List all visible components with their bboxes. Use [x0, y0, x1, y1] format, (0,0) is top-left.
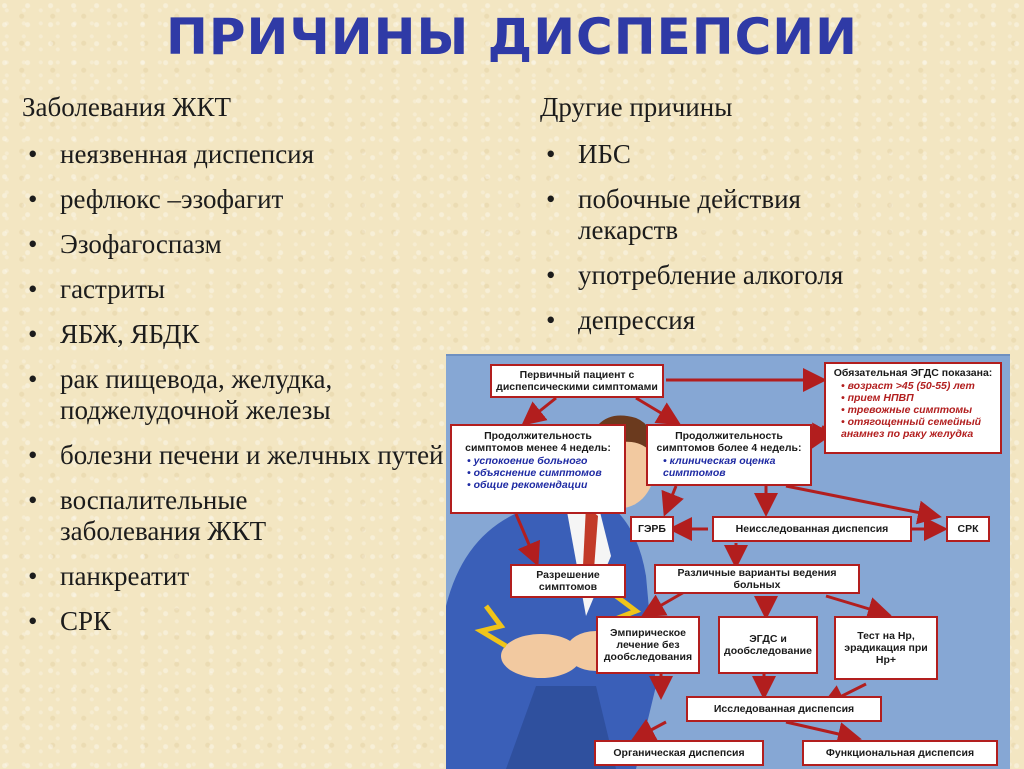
dyspepsia-flowchart: Первичный пациент с диспепсическими симп…	[446, 354, 1010, 769]
symptom-resolution-box: Разрешение симптомов	[510, 564, 626, 598]
more-4-weeks-list: клиническая оценка симптомов	[653, 455, 805, 479]
list-item: отягощенный семейный анамнез по раку жел…	[841, 416, 995, 440]
list-item: неязвенная диспепсия	[22, 139, 462, 170]
less-4-weeks-list: успокоение больного объяснение симптомов…	[457, 455, 619, 491]
gerb-box: ГЭРБ	[630, 516, 674, 542]
list-item: общие рекомендации	[467, 479, 619, 491]
investigated-dyspepsia-box: Исследованная диспепсия	[686, 696, 882, 722]
mandatory-egds-list: возраст >45 (50-55) лет прием НПВП трево…	[831, 380, 995, 440]
list-item: болезни печени и желчных путей	[22, 440, 460, 471]
list-item: гастриты	[22, 274, 462, 305]
left-column-heading: Заболевания ЖКТ	[22, 92, 231, 122]
list-item: побочные действия лекарств	[540, 184, 878, 246]
empiric-treatment-box: Эмпирическое лечение без дообследования	[596, 616, 700, 674]
left-causes-list: неязвенная диспепсия рефлюкс –эзофагит Э…	[22, 139, 462, 651]
mandatory-egds-heading: Обязательная ЭГДС показана:	[833, 367, 993, 379]
uninvestigated-dyspepsia-box: Неисследованная диспепсия	[712, 516, 912, 542]
less-4-weeks-heading: Продолжительность симптомов менее 4 неде…	[465, 430, 611, 454]
list-item: панкреатит	[22, 561, 462, 592]
list-item: воспалительные заболевания ЖКТ	[22, 485, 360, 547]
list-item: клиническая оценка симптомов	[663, 455, 805, 479]
list-item: Эзофагоспазм	[22, 229, 462, 260]
less-4-weeks-box: Продолжительность симптомов менее 4 неде…	[450, 424, 626, 514]
list-item: рак пищевода, желудка, поджелудочной жел…	[22, 364, 420, 426]
page-title: ПРИЧИНЫ ДИСПЕПСИИ	[166, 8, 858, 66]
organic-dyspepsia-box: Органическая диспепсия	[594, 740, 764, 766]
hp-test-box: Тест на Нр, эрадикация при Нр+	[834, 616, 938, 680]
right-causes-list: ИБС побочные действия лекарств употребле…	[540, 139, 980, 350]
more-4-weeks-heading: Продолжительность симптомов более 4 неде…	[656, 430, 802, 454]
list-item: рефлюкс –эзофагит	[22, 184, 462, 215]
primary-patient-box: Первичный пациент с диспепсическими симп…	[490, 364, 664, 398]
mandatory-egds-box: Обязательная ЭГДС показана: возраст >45 …	[824, 362, 1002, 454]
list-item: СРК	[22, 606, 462, 637]
list-item: ЯБЖ, ЯБДК	[22, 319, 462, 350]
functional-dyspepsia-box: Функциональная диспепсия	[802, 740, 998, 766]
list-item: ИБС	[540, 139, 980, 170]
list-item: тревожные симптомы	[841, 404, 995, 416]
egds-exam-box: ЭГДС и дообследование	[718, 616, 818, 674]
list-item: употребление алкоголя	[540, 260, 980, 291]
list-item: объяснение симптомов	[467, 467, 619, 479]
right-column-heading: Другие причины	[540, 92, 733, 122]
list-item: успокоение больного	[467, 455, 619, 467]
list-item: прием НПВП	[841, 392, 995, 404]
srk-box: СРК	[946, 516, 990, 542]
management-variants-box: Различные варианты ведения больных	[654, 564, 860, 594]
list-item: депрессия	[540, 305, 980, 336]
flowchart-arrows	[514, 368, 948, 746]
list-item: возраст >45 (50-55) лет	[841, 380, 995, 392]
more-4-weeks-box: Продолжительность симптомов более 4 неде…	[646, 424, 812, 486]
